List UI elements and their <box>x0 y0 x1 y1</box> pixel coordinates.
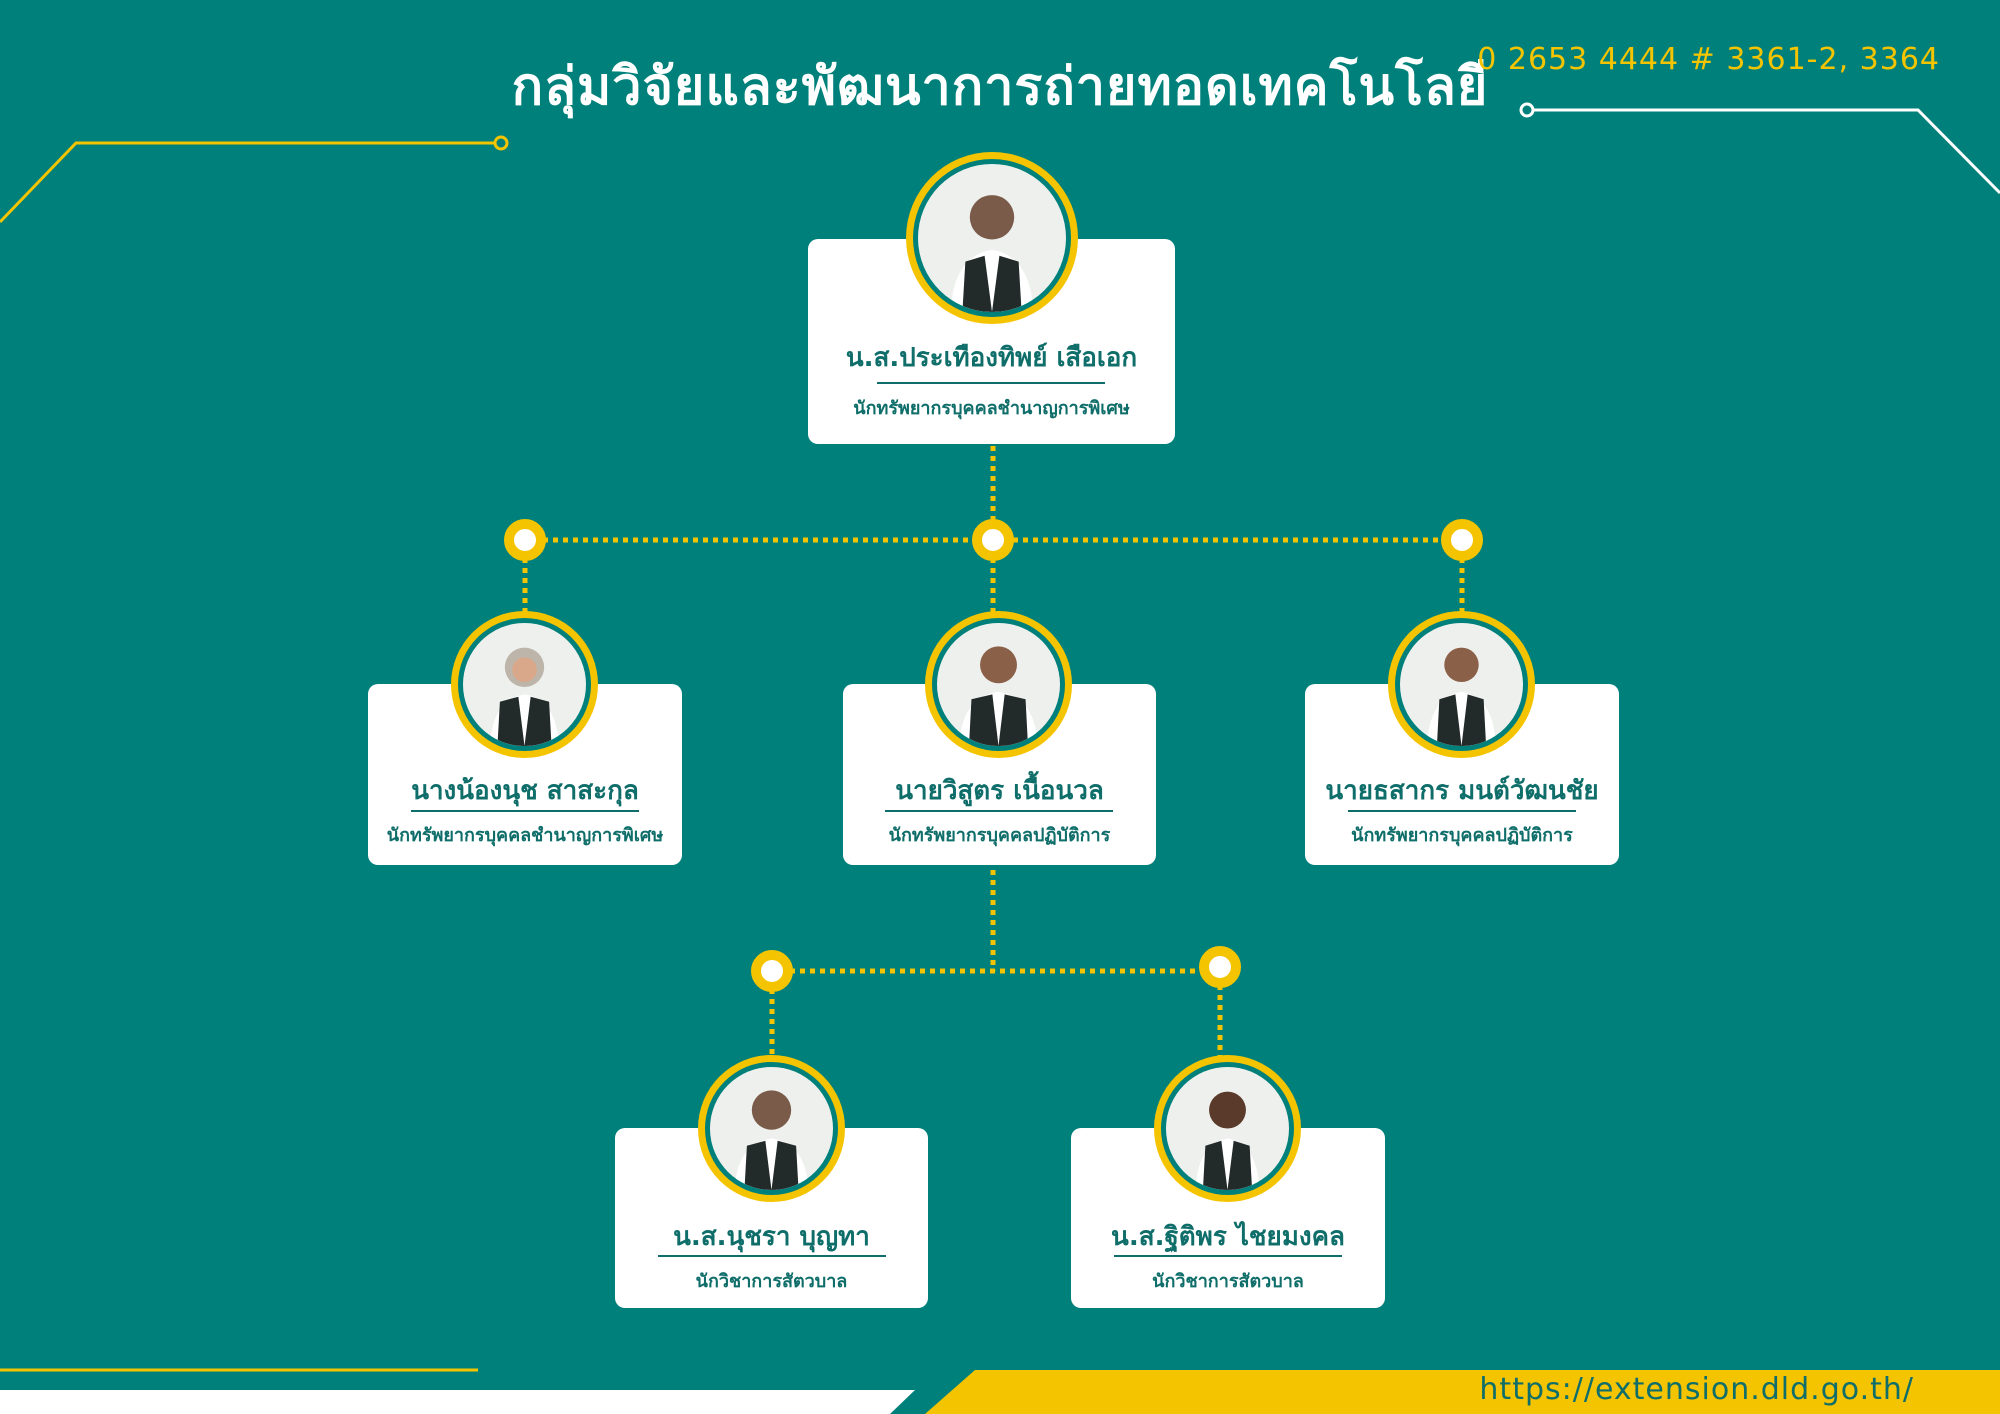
member-name: นายวิสูตร เนื้อนวล <box>895 776 1104 806</box>
member-role: นักทรัพยากรบุคคลชำนาญการพิเศษ <box>853 398 1130 419</box>
name-underline <box>877 382 1105 384</box>
member-role: นักทรัพยากรบุคคลปฏิบัติการ <box>1351 825 1573 846</box>
name-underline <box>411 810 639 812</box>
member-role: นักทรัพยากรบุคคลชำนาญการพิเศษ <box>386 825 664 846</box>
node-dot-center <box>972 519 1014 561</box>
footer-yellow-band <box>925 1370 2000 1414</box>
page-title: กลุ่มวิจัยและพัฒนาการถ่ายทอดเทคโนโลยี <box>511 57 1489 117</box>
member-role: นักวิชาการสัตวบาล <box>695 1271 848 1292</box>
decor-dot-top-right <box>1519 102 1535 118</box>
member-photo-bottom-right <box>1154 1055 1301 1202</box>
name-underline <box>885 810 1113 812</box>
member-photo-center <box>925 611 1072 758</box>
member-name: นายธสากร มนต์วัฒนชัย <box>1325 776 1599 806</box>
person-avatar-icon <box>950 195 1034 312</box>
node-dot-left <box>504 519 546 561</box>
node-dot-right <box>1441 519 1483 561</box>
member-name: น.ส.นุชรา บุญทา <box>673 1222 870 1252</box>
person-avatar-icon <box>1195 1091 1260 1190</box>
footer-white-band <box>0 1390 915 1414</box>
person-avatar-icon <box>1427 647 1496 746</box>
website-link[interactable]: https://extension.dld.go.th/ <box>1479 1372 1914 1407</box>
member-name: น.ส.ฐิติพร ไชยมงคล <box>1111 1222 1345 1252</box>
member-name: นางน้องนุช สาสะกุล <box>411 776 639 806</box>
person-avatar-icon <box>959 646 1038 746</box>
member-photo-head <box>906 152 1078 324</box>
member-photo-bottom-left <box>698 1055 845 1202</box>
member-role: นักวิชาการสัตวบาล <box>1152 1271 1304 1292</box>
name-underline <box>1114 1255 1342 1257</box>
person-avatar-icon <box>490 647 559 746</box>
member-role: นักทรัพยากรบุคคลปฏิบัติการ <box>888 825 1111 846</box>
node-dot-level3-right <box>1199 946 1241 988</box>
name-underline <box>658 1255 886 1257</box>
member-name: น.ส.ประเทืองทิพย์ เสือเอก <box>845 343 1138 373</box>
node-dot-level3-left <box>751 950 793 992</box>
decor-line-top-right <box>1531 108 2000 195</box>
member-photo-right <box>1388 611 1535 758</box>
name-underline <box>1348 810 1576 812</box>
person-avatar-icon <box>734 1090 809 1190</box>
member-card-left: นางน้องนุช สาสะกุล นักทรัพยากรบุคคลชำนาญ… <box>368 684 682 865</box>
contact-phone: 0 2653 4444 # 3361-2, 3364 <box>1477 42 1940 77</box>
member-photo-left <box>451 611 598 758</box>
decor-line-top-left <box>0 141 496 224</box>
decor-dot-top-left <box>493 135 509 151</box>
